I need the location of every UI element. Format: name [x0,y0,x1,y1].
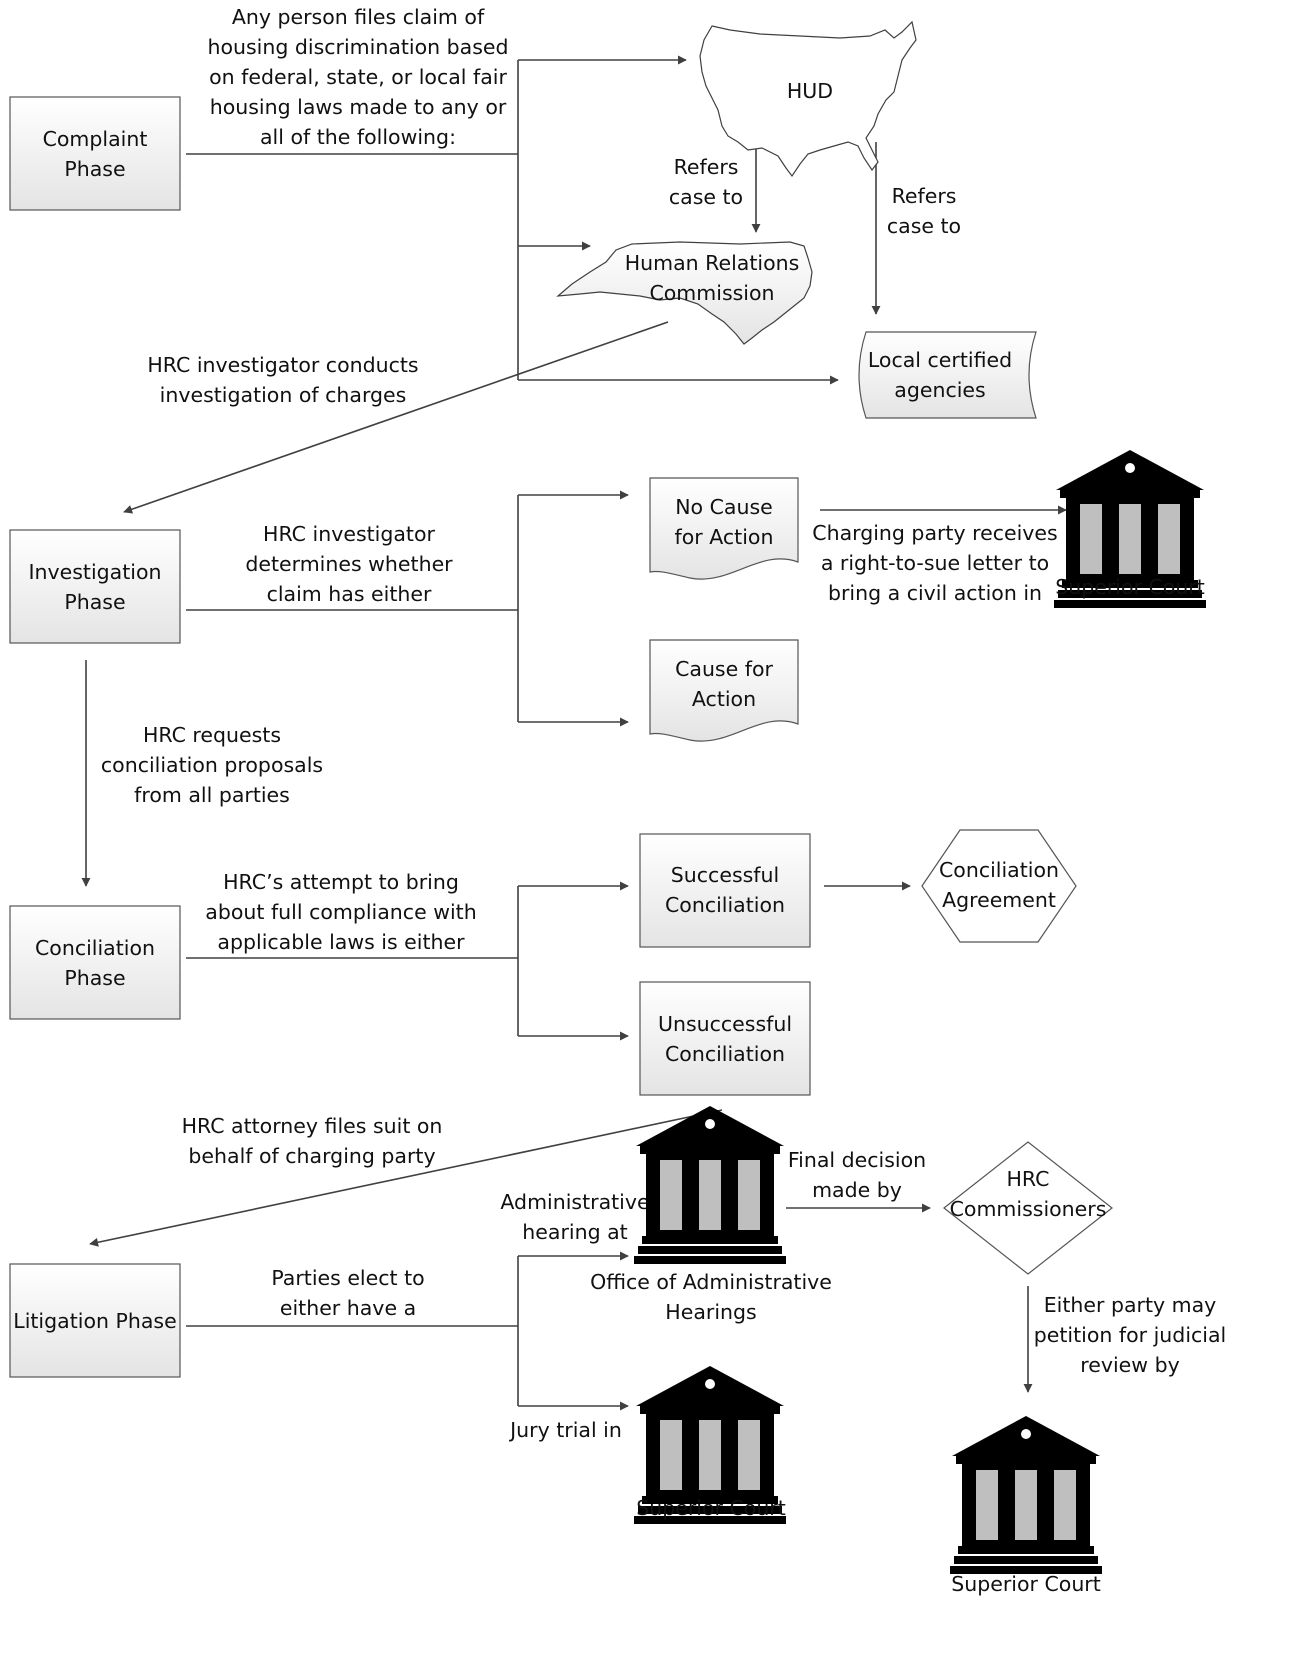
svg-text:Administrative: Administrative [500,1190,649,1214]
svg-text:petition for judicial: petition for judicial [1034,1323,1226,1347]
svg-text:behalf of charging party: behalf of charging party [188,1144,435,1168]
successful-label: Successful [671,863,779,887]
svg-text:Final decision: Final decision [788,1148,926,1172]
investigator-conducts-text: HRC investigator conducts investigation … [147,353,418,407]
successful-box: Successful Conciliation [639,833,811,948]
conciliation-phase-label-2: Phase [64,966,125,990]
cause-label-2: Action [692,687,756,711]
svg-text:on federal, state, or local fa: on federal, state, or local fair [209,65,507,89]
svg-text:case to: case to [669,185,743,209]
us-map-icon: HUD [699,20,917,178]
svg-text:made by: made by [812,1178,902,1202]
right-to-sue-text: Charging party receives a right-to-sue l… [812,521,1057,605]
svg-text:Refers: Refers [892,184,957,208]
filing-text: Any person files claim of housing discri… [207,5,508,149]
svg-text:Charging party receives: Charging party receives [812,521,1057,545]
svg-text:HRC attorney files suit on: HRC attorney files suit on [182,1114,443,1138]
attempt-text: HRC’s attempt to bring about full compli… [205,870,476,954]
local-agencies-label: Local certified [868,348,1012,372]
jury-trial-label: Jury trial in [508,1418,622,1442]
unsuccessful-label-2: Conciliation [665,1042,785,1066]
litigation-phase-label: Litigation Phase [13,1309,176,1333]
oah-label: Office of Administrative Hearings [590,1270,832,1324]
svg-text:Either party may: Either party may [1044,1293,1217,1317]
litigation-phase-box: Litigation Phase [9,1263,181,1378]
svg-text:investigation of charges: investigation of charges [160,383,407,407]
no-cause-document: No Cause for Action [649,477,799,580]
svg-text:Office of Administrative: Office of Administrative [590,1270,832,1294]
hrc-label: Human Relations [625,251,800,275]
svg-text:Parties elect to: Parties elect to [271,1266,424,1290]
svg-text:HRC investigator: HRC investigator [263,522,435,546]
final-decision-text: Final decision made by [788,1148,926,1202]
svg-text:about full compliance with: about full compliance with [205,900,476,924]
conciliation-phase-label: Conciliation [35,936,155,960]
successful-label-2: Conciliation [665,893,785,917]
svg-text:HRC requests: HRC requests [143,723,281,747]
svg-text:Refers: Refers [674,155,739,179]
requests-text: HRC requests conciliation proposals from… [101,723,323,807]
courthouse-icon-oah [634,1106,786,1264]
refers-case-left: Refers case to [669,155,743,209]
local-agencies-label-2: agencies [894,378,985,402]
courthouse-icon-review [950,1416,1102,1574]
superior-court-label-investigation: Superior Court [1055,575,1205,599]
commissioners-label: HRC [1007,1167,1050,1191]
no-cause-label-2: for Action [675,525,774,549]
unsuccessful-label: Unsuccessful [658,1012,792,1036]
cause-document: Cause for Action [649,639,799,742]
svg-text:applicable laws is either: applicable laws is either [217,930,465,954]
agreement-label: Conciliation [939,858,1059,882]
svg-text:housing laws made to any or: housing laws made to any or [210,95,507,119]
svg-text:determines whether: determines whether [245,552,453,576]
hrc-label-2: Commission [649,281,774,305]
complaint-phase-label: Complaint [43,127,148,151]
complaint-phase-box: Complaint Phase [9,96,181,211]
svg-text:Any person files claim of: Any person files claim of [232,5,485,29]
commissioners-diamond: HRC Commissioners [943,1141,1113,1275]
svg-text:case to: case to [887,214,961,238]
conciliation-connectors [89,881,911,1247]
no-cause-label: No Cause [675,495,773,519]
svg-text:bring a civil action in: bring a civil action in [828,581,1042,605]
attorney-text: HRC attorney files suit on behalf of cha… [182,1114,443,1168]
petition-text: Either party may petition for judicial r… [1034,1293,1226,1377]
nc-map-icon: Human Relations Commission [556,241,813,345]
svg-text:a right-to-sue letter to: a right-to-sue letter to [821,551,1049,575]
investigation-connectors [81,490,1067,887]
conciliation-phase-box: Conciliation Phase [9,905,181,1020]
agreement-hexagon: Conciliation Agreement [921,829,1077,943]
determines-text: HRC investigator determines whether clai… [245,522,453,606]
refers-case-right: Refers case to [887,184,961,238]
investigation-phase-label: Investigation [28,560,161,584]
svg-text:from all parties: from all parties [134,783,290,807]
svg-text:conciliation proposals: conciliation proposals [101,753,323,777]
admin-hearing-text: Administrative hearing at [500,1190,649,1244]
svg-text:HRC’s attempt to bring: HRC’s attempt to bring [223,870,459,894]
elect-text: Parties elect to either have a [271,1266,424,1320]
svg-text:housing discrimination based: housing discrimination based [207,35,508,59]
unsuccessful-box: Unsuccessful Conciliation [639,981,811,1096]
svg-text:hearing at: hearing at [522,1220,627,1244]
litigation-connectors [186,1203,1033,1411]
superior-court-label-review: Superior Court [951,1572,1101,1596]
svg-text:all of the following:: all of the following: [260,125,456,149]
complaint-connectors [123,55,881,514]
superior-court-label-jury: Superior Court [636,1496,786,1520]
svg-text:review by: review by [1080,1353,1179,1377]
investigation-phase-box: Investigation Phase [9,529,181,644]
svg-text:Hearings: Hearings [665,1300,756,1324]
hud-label: HUD [787,79,833,103]
investigation-phase-label-2: Phase [64,590,125,614]
svg-text:HRC investigator conducts: HRC investigator conducts [147,353,418,377]
cause-label: Cause for [675,657,773,681]
svg-text:either have a: either have a [280,1296,416,1320]
local-agencies-shape: Local certified agencies [858,331,1037,419]
commissioners-label-2: Commissioners [950,1197,1107,1221]
agreement-label-2: Agreement [942,888,1056,912]
complaint-phase-label-2: Phase [64,157,125,181]
svg-text:claim has either: claim has either [267,582,432,606]
